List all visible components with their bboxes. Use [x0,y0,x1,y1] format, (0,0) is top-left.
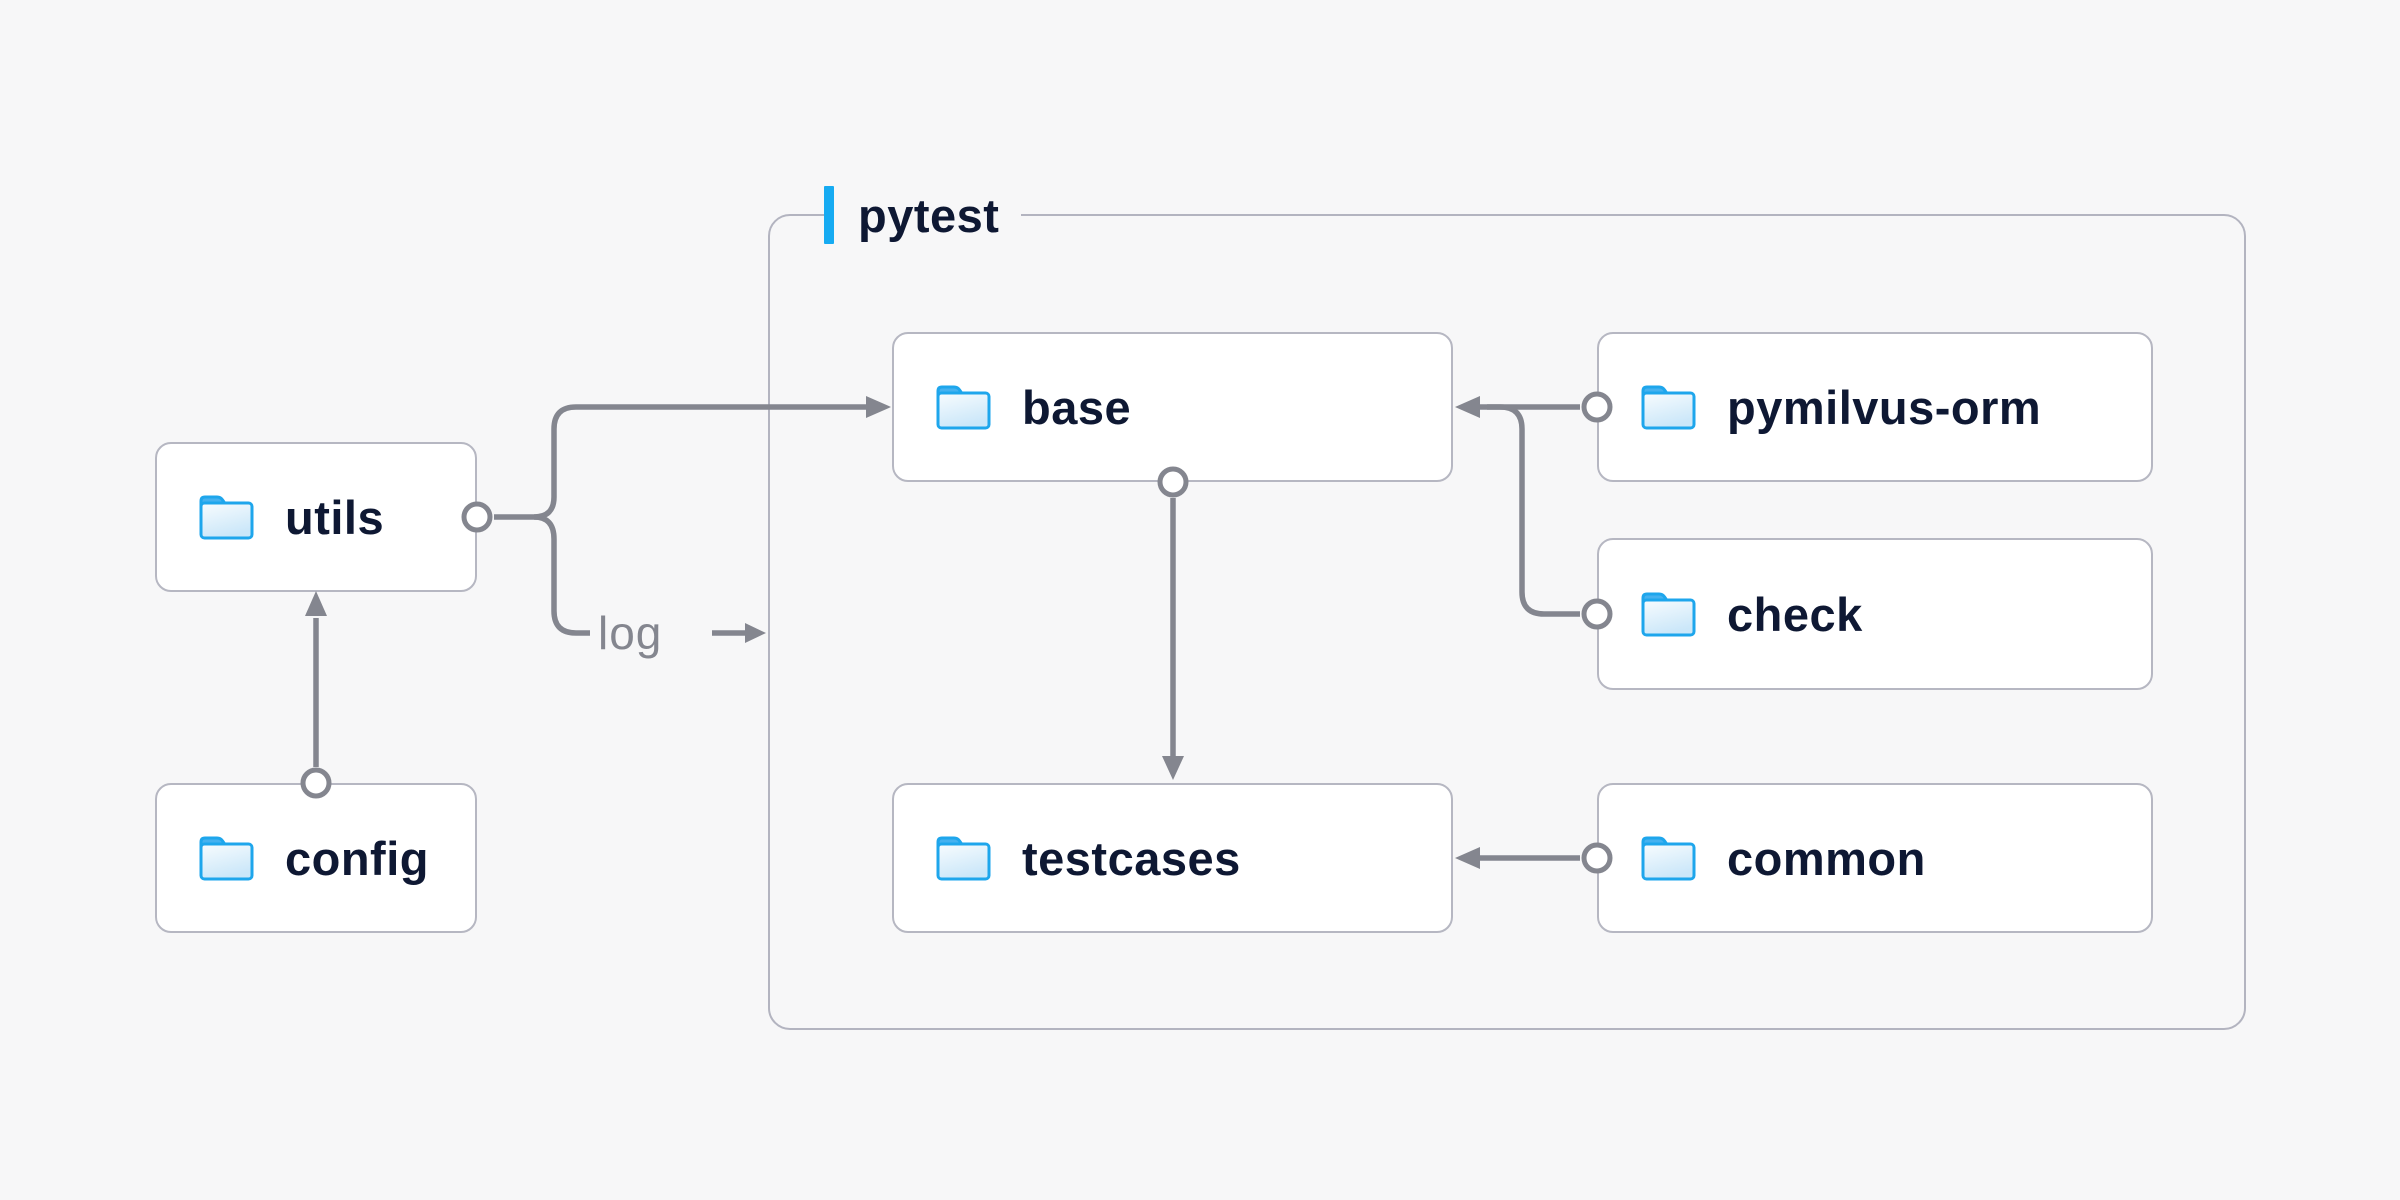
arrowhead-right-icon [745,623,766,643]
node-pymilvus-orm-label: pymilvus-orm [1727,380,2042,434]
node-check: check [1597,538,2153,690]
folder-icon [195,491,257,543]
node-config: config [155,783,477,933]
folder-icon [195,832,257,884]
folder-icon [932,832,994,884]
node-testcases-label: testcases [1022,831,1241,885]
node-utils-label: utils [285,490,385,544]
edge-label-log: log [598,607,663,659]
container-label-text: pytest [858,188,1000,242]
node-base: base [892,332,1453,482]
node-common: common [1597,783,2153,933]
arrowhead-up-icon [305,591,327,616]
edge-config-utils [305,591,327,767]
folder-icon [1637,381,1699,433]
folder-icon [1637,588,1699,640]
node-check-label: check [1727,587,1863,641]
node-common-label: common [1727,831,1926,885]
container-label-pytest: pytest [824,186,1022,244]
node-testcases: testcases [892,783,1453,933]
node-utils: utils [155,442,477,592]
node-config-label: config [285,831,429,885]
folder-icon [932,381,994,433]
pytest-container [768,214,2246,1030]
node-pymilvus-orm: pymilvus-orm [1597,332,2153,482]
node-base-label: base [1022,380,1132,434]
accent-bar-icon [824,186,834,244]
folder-icon [1637,832,1699,884]
